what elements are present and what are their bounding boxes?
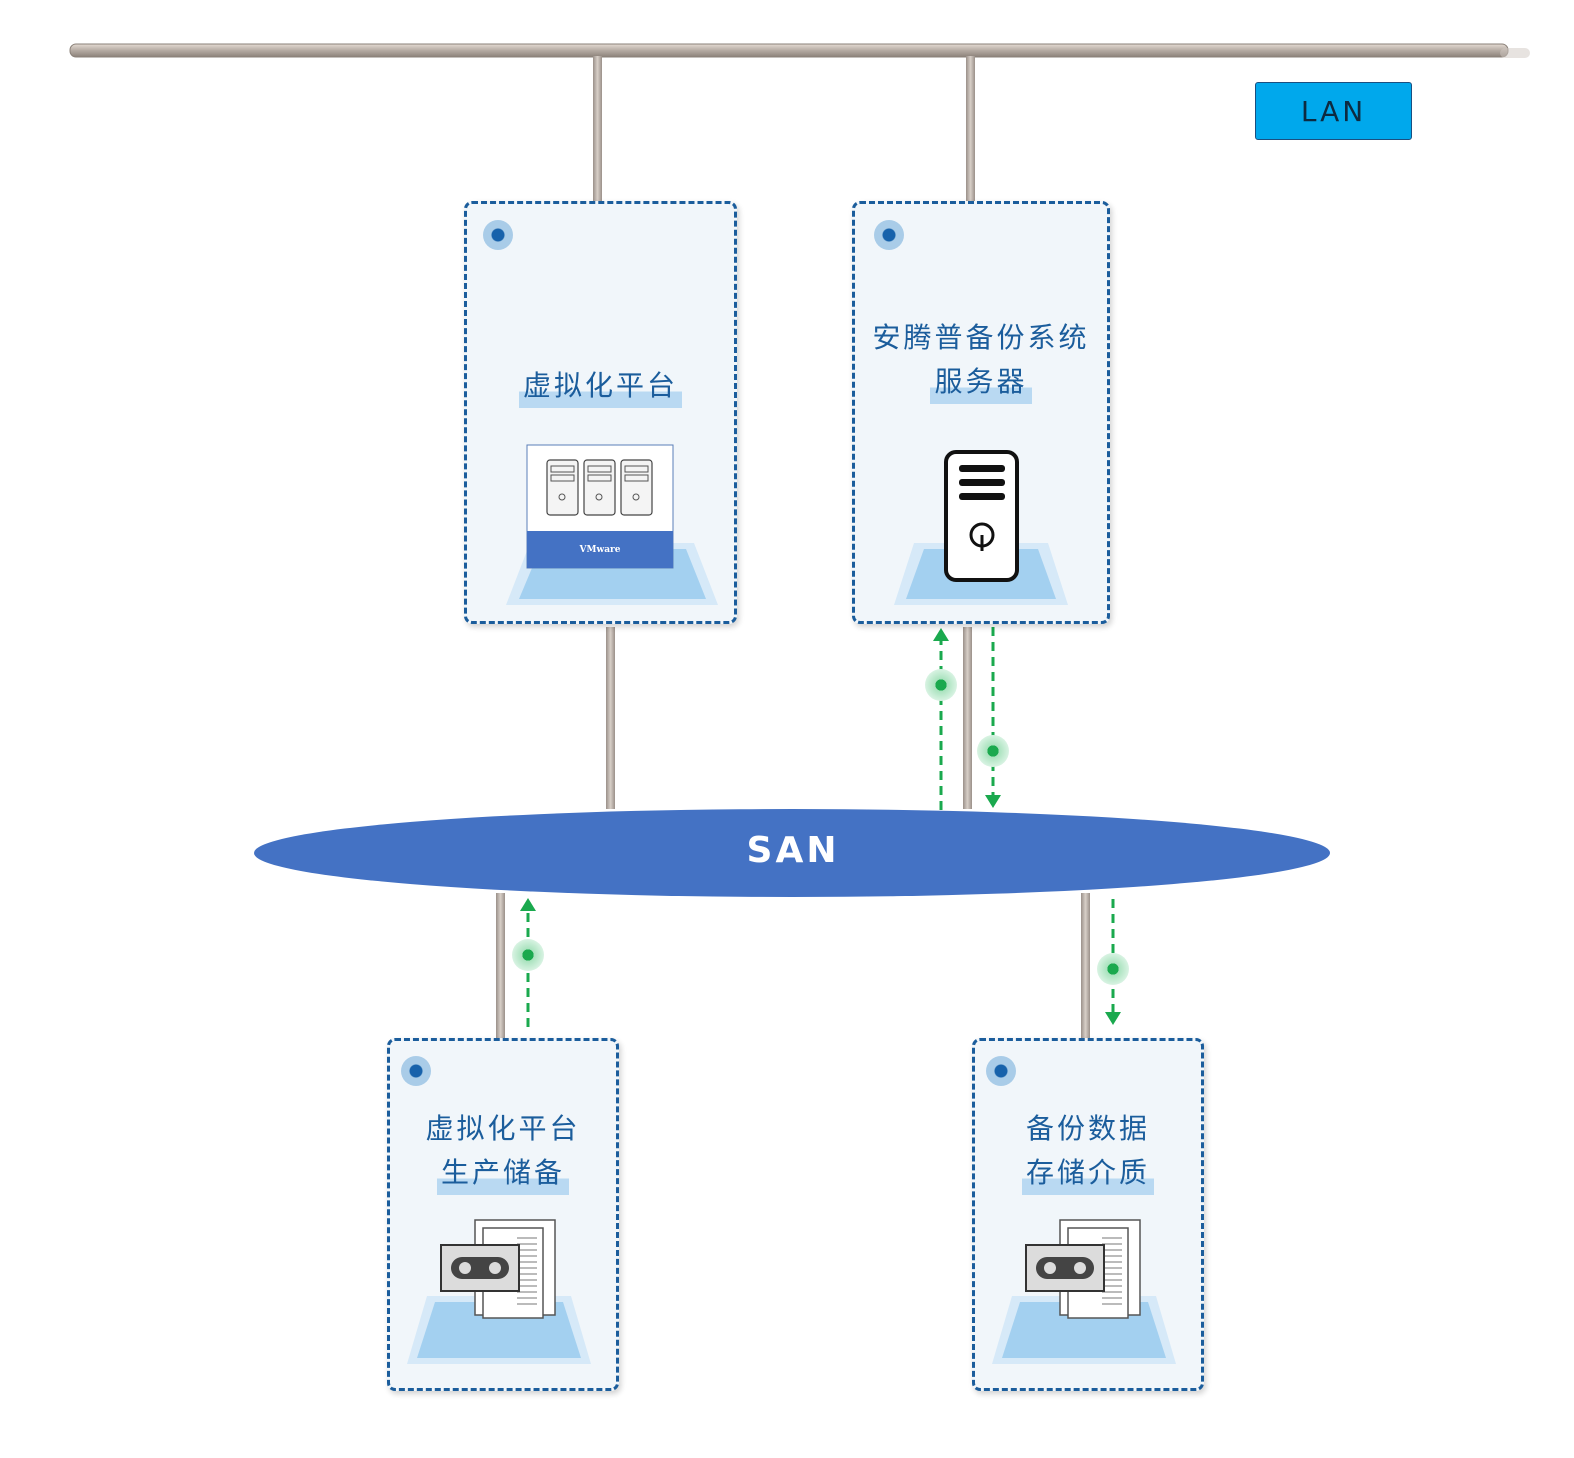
data-flow-server-up [925, 628, 957, 810]
node-production-storage[interactable]: 虚拟化平台 生产储备 [387, 1038, 619, 1391]
node-title: 虚拟化平台 [518, 364, 682, 408]
lan-bus [69, 43, 1530, 58]
status-dot-icon [401, 1056, 431, 1086]
lan-label: LAN [1255, 82, 1412, 140]
san-ellipse [254, 809, 1330, 897]
node-backup-media[interactable]: 备份数据 存储介质 [972, 1038, 1204, 1391]
lan-link-virtualization [593, 56, 602, 203]
san-link-backup-server [963, 627, 972, 809]
tape-storage-icon [992, 1219, 1176, 1364]
lan-link-backup-server [966, 56, 975, 203]
status-dot-icon [874, 220, 904, 250]
vmware-label: VMware [579, 545, 621, 555]
status-dot-icon [986, 1056, 1016, 1086]
san-link-backup-media [1081, 893, 1090, 1038]
node-backup-server[interactable]: 安腾普备份系统 服务器 [852, 201, 1110, 624]
san-link-production-storage [496, 893, 505, 1038]
node-title-line1: 虚拟化平台 [425, 1112, 581, 1145]
tape-storage-icon [407, 1219, 591, 1364]
node-title-line2: 服务器 [930, 360, 1032, 404]
san-link-virtualization [606, 627, 615, 809]
node-virtualization-platform[interactable]: 虚拟化平台 VMware [464, 201, 737, 624]
data-flow-media-down [1097, 899, 1129, 1025]
node-title-line2: 存储介质 [1021, 1151, 1154, 1195]
san-label: SAN [746, 830, 840, 871]
data-flow-server-down [977, 627, 1009, 808]
vmware-host-icon: VMware [506, 444, 718, 605]
data-flow-production-up [512, 898, 544, 1027]
node-title-line1: 安腾普备份系统 [872, 321, 1090, 354]
node-title-line2: 生产储备 [436, 1151, 569, 1195]
server-tower-icon [894, 450, 1068, 605]
node-title-line1: 备份数据 [1025, 1112, 1150, 1145]
status-dot-icon [483, 220, 513, 250]
